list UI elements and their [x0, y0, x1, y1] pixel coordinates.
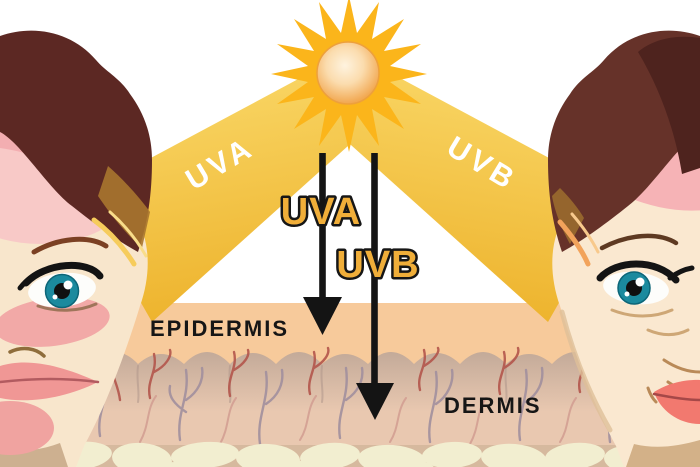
right-face-contour-shade: [559, 309, 613, 433]
right-eye-highlight: [635, 277, 645, 287]
right-face: [548, 30, 700, 467]
ray-labels: UVA UVB: [278, 189, 421, 289]
left-eye-highlight-small: [52, 294, 58, 300]
right-hair-dark: [638, 36, 700, 174]
right-lips: [654, 379, 700, 424]
left-chin-redness: [0, 401, 54, 455]
dermis-label: DERMIS: [444, 393, 542, 418]
right-lip-corner: [646, 386, 658, 404]
vessels-light-red: [139, 395, 657, 445]
uvb-arrow-head: [356, 383, 394, 420]
uv-arrows: [303, 153, 394, 420]
right-undereye-wrinkle: [610, 308, 690, 336]
left-beam-hair-overlap: [98, 166, 150, 248]
left-eyebrow: [31, 236, 109, 255]
sun-icon: [271, 0, 427, 152]
uva-arrow-head: [303, 297, 342, 335]
right-eyebrow: [599, 233, 679, 251]
uvb-arrow-shaft: [371, 153, 378, 386]
epidermis-label: EPIDERMIS: [150, 316, 289, 341]
left-eye-highlight: [63, 280, 73, 290]
right-eyelash-wing: [667, 265, 695, 281]
skin-layer-labels: EPIDERMIS DERMIS: [150, 316, 542, 418]
uva-ray-label: UVA: [281, 191, 361, 233]
sun-core: [316, 41, 380, 105]
left-face-neck-shadow: [0, 443, 68, 467]
right-orange-wisps-light: [570, 212, 600, 254]
left-nose-line: [8, 346, 46, 358]
left-blond-wisps: [91, 217, 137, 267]
right-beam-hair-overlap: [552, 188, 584, 244]
uvb-ray-label: UVB: [336, 244, 419, 286]
left-lip-seam: [0, 377, 100, 384]
left-lower-lash: [36, 302, 98, 312]
right-lip-seam: [652, 392, 700, 402]
left-lips: [0, 362, 98, 401]
right-eye-highlight-small: [624, 291, 630, 297]
right-face-neck-shadow: [626, 440, 700, 467]
uva-arrow-shaft: [319, 153, 326, 300]
left-eyelash-wing: [17, 267, 47, 291]
left-face: [0, 30, 152, 467]
left-blond-wisps-light: [108, 210, 148, 258]
right-orange-wisps: [557, 219, 591, 267]
right-eyeliner: [596, 260, 680, 284]
uvb-beam: [332, 62, 620, 322]
